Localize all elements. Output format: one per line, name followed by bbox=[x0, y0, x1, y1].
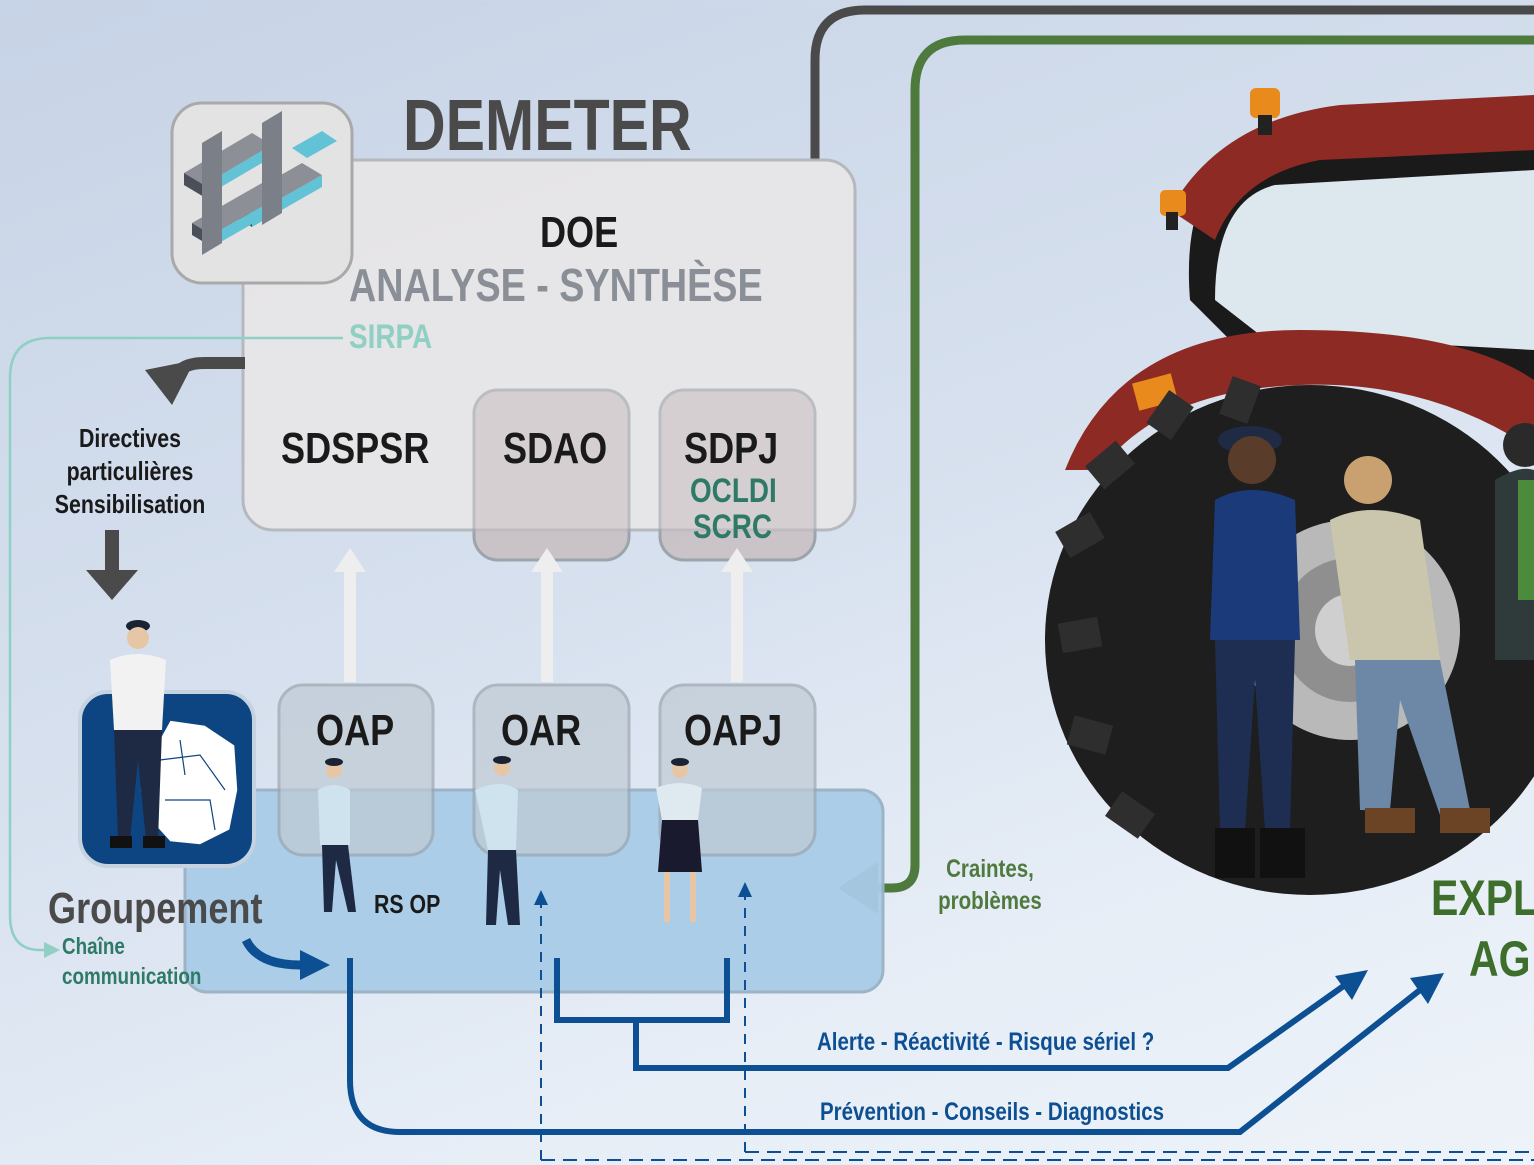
direction-sdpj: SDPJ bbox=[684, 424, 779, 473]
officer-oar: OAR bbox=[501, 706, 582, 755]
rs-op-label: RS OP bbox=[374, 889, 441, 919]
chaine-arrow bbox=[241, 937, 301, 970]
feedback-loop bbox=[870, 35, 1534, 893]
sirpa-label: SIRPA bbox=[349, 318, 433, 356]
prevention-label: Prévention - Conseils - Diagnostics bbox=[820, 1098, 1165, 1126]
officer-figure-oapj bbox=[656, 758, 702, 922]
top-return-loop bbox=[810, 5, 1534, 160]
craintes-line1: Craintes, bbox=[946, 855, 1034, 883]
directives-line1: Directives bbox=[79, 423, 181, 453]
chaine-line1: Chaîne bbox=[62, 933, 125, 959]
directives-line2: particulières bbox=[66, 456, 194, 486]
target-line2: AG bbox=[1469, 931, 1531, 987]
tractor-illustration bbox=[1045, 88, 1534, 895]
sdpj-unit-ocldi: OCLDI bbox=[690, 472, 777, 510]
doe-heading: DOE bbox=[540, 208, 619, 257]
alerte-flow bbox=[633, 982, 1347, 1071]
commander-figure bbox=[110, 620, 166, 848]
craintes-line2: problèmes bbox=[938, 887, 1042, 915]
doe-subheading: ANALYSE - SYNTHÈSE bbox=[349, 259, 763, 311]
farmer-figure-2 bbox=[1495, 423, 1534, 660]
officer-oapj: OAPJ bbox=[684, 706, 783, 755]
alerte-label: Alerte - Réactivité - Risque sériel ? bbox=[817, 1028, 1155, 1056]
groupement-label: Groupement bbox=[48, 884, 263, 933]
up-arrows bbox=[334, 548, 753, 682]
officer-figure-oap bbox=[318, 758, 356, 912]
farmer-figure bbox=[1330, 456, 1490, 833]
officer-oap: OAP bbox=[316, 706, 395, 755]
directives-line3: Sensibilisation bbox=[54, 489, 206, 519]
diagram-title: DEMETER bbox=[403, 86, 692, 166]
building-icon bbox=[184, 111, 337, 255]
sdpj-unit-scrc: SCRC bbox=[693, 508, 773, 546]
gendarme-figure bbox=[1210, 426, 1305, 878]
alerte-bracket bbox=[554, 958, 730, 1023]
oap-box bbox=[277, 683, 435, 857]
down-arrow bbox=[86, 570, 138, 600]
target-line1: EXPL bbox=[1431, 870, 1534, 926]
officer-figure-oar bbox=[475, 756, 520, 925]
direction-sdspsr: SDSPSR bbox=[281, 424, 430, 473]
chaine-line2: communication bbox=[62, 963, 202, 989]
direction-sdao: SDAO bbox=[503, 424, 608, 473]
prevention-flow bbox=[347, 958, 1422, 1135]
sirpa-line bbox=[8, 336, 343, 952]
